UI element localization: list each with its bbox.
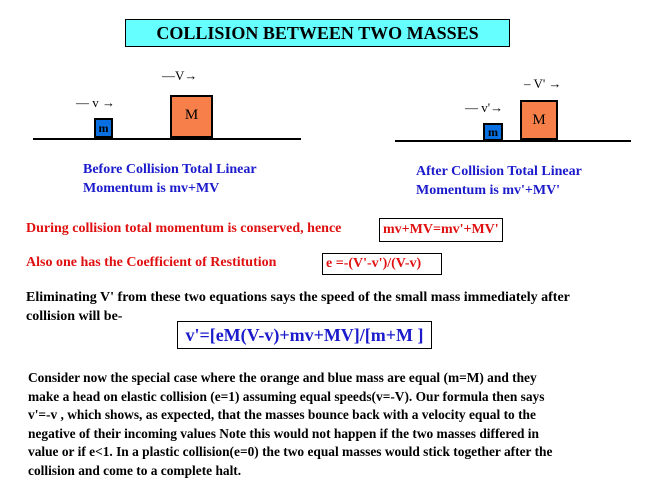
after-caption: After Collision Total Linear Momentum is…: [416, 162, 582, 200]
eliminating-line2: collision will be-: [26, 309, 123, 324]
big-mass-after: M: [520, 100, 558, 140]
ground-line-after: [395, 140, 631, 142]
restitution-text: Also one has the Coefficient of Restitut…: [26, 255, 277, 270]
restitution-equation: e =-(V'-v')/(V-v): [322, 253, 442, 275]
paragraph-line: Consider now the special case where the …: [28, 370, 537, 385]
special-case-paragraph: Consider now the special case where the …: [28, 369, 552, 481]
small-velocity-arrow-before: — v →: [76, 95, 115, 110]
momentum-equation: mv+MV=mv'+MV': [379, 218, 503, 242]
paragraph-line: make a head on elastic collision (e=1) a…: [28, 388, 545, 404]
before-caption: Before Collision Total Linear Momentum i…: [83, 160, 257, 198]
before-caption-line2: Momentum is mv+MV: [83, 181, 220, 196]
paragraph-line: negative of their incoming values Note t…: [28, 425, 539, 441]
small-mass-before: m: [94, 118, 113, 138]
paragraph-line: v'=-v , which shows, as expected, that t…: [28, 407, 536, 423]
page-title: COLLISION BETWEEN TWO MASSES: [125, 19, 510, 47]
small-mass-after: m: [483, 123, 503, 141]
paragraph-line: collision and come to a complete halt.: [28, 462, 242, 478]
after-caption-line2: Momentum is mv'+MV': [416, 183, 561, 198]
ground-line-before: [33, 138, 301, 140]
big-velocity-arrow-before: —V→: [162, 68, 198, 83]
big-velocity-arrow-after: – V' →: [524, 76, 562, 91]
after-caption-line1: After Collision Total Linear: [416, 164, 582, 179]
result-formula: v'=[eM(V-v)+mv+MV]/[m+M ]: [177, 321, 432, 349]
momentum-text: During collision total momentum is conse…: [26, 221, 342, 236]
big-mass-before: M: [170, 95, 213, 138]
paragraph-line: value or if e<1. In a plastic collision(…: [28, 444, 553, 460]
eliminating-line1: Eliminating V' from these two equations …: [26, 290, 570, 305]
before-caption-line1: Before Collision Total Linear: [83, 162, 257, 177]
small-velocity-arrow-after: — v'→: [465, 100, 504, 115]
